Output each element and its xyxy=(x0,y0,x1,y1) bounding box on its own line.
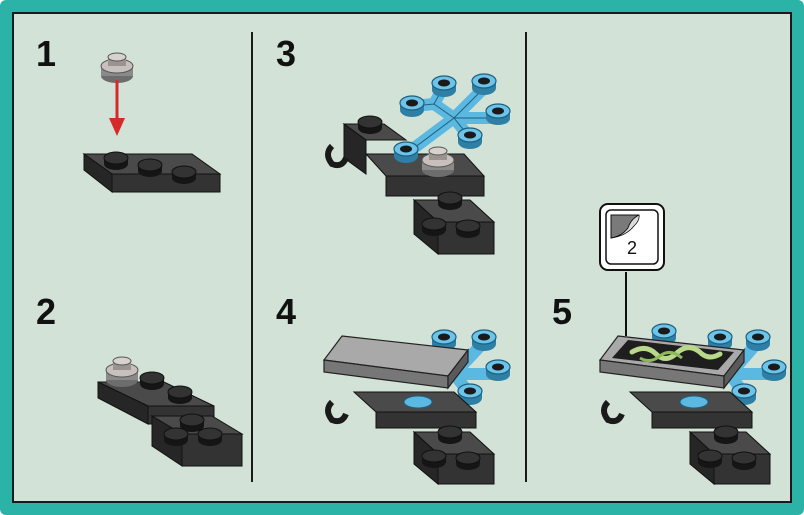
step-5-illustration: 2 xyxy=(600,204,786,484)
placement-arrow xyxy=(109,80,125,136)
leaf-element-blue xyxy=(394,74,510,163)
round-plate-light-gray xyxy=(422,147,454,177)
instruction-panel: 1 2 3 4 5 xyxy=(12,12,792,503)
round-plate-light-gray xyxy=(101,53,133,83)
step-1-illustration xyxy=(84,53,220,192)
sticker-number: 2 xyxy=(627,238,637,258)
step-2-illustration xyxy=(98,357,242,466)
build-illustrations: 2 xyxy=(14,14,790,501)
step-3-illustration xyxy=(328,74,510,254)
round-plate-light-gray xyxy=(106,357,138,387)
sticker-callout: 2 xyxy=(600,204,664,336)
base-plate-dark xyxy=(328,392,494,484)
step-4-illustration xyxy=(324,330,510,484)
base-plate-dark xyxy=(604,392,770,484)
plate-1x3-dark-gray xyxy=(84,152,220,192)
